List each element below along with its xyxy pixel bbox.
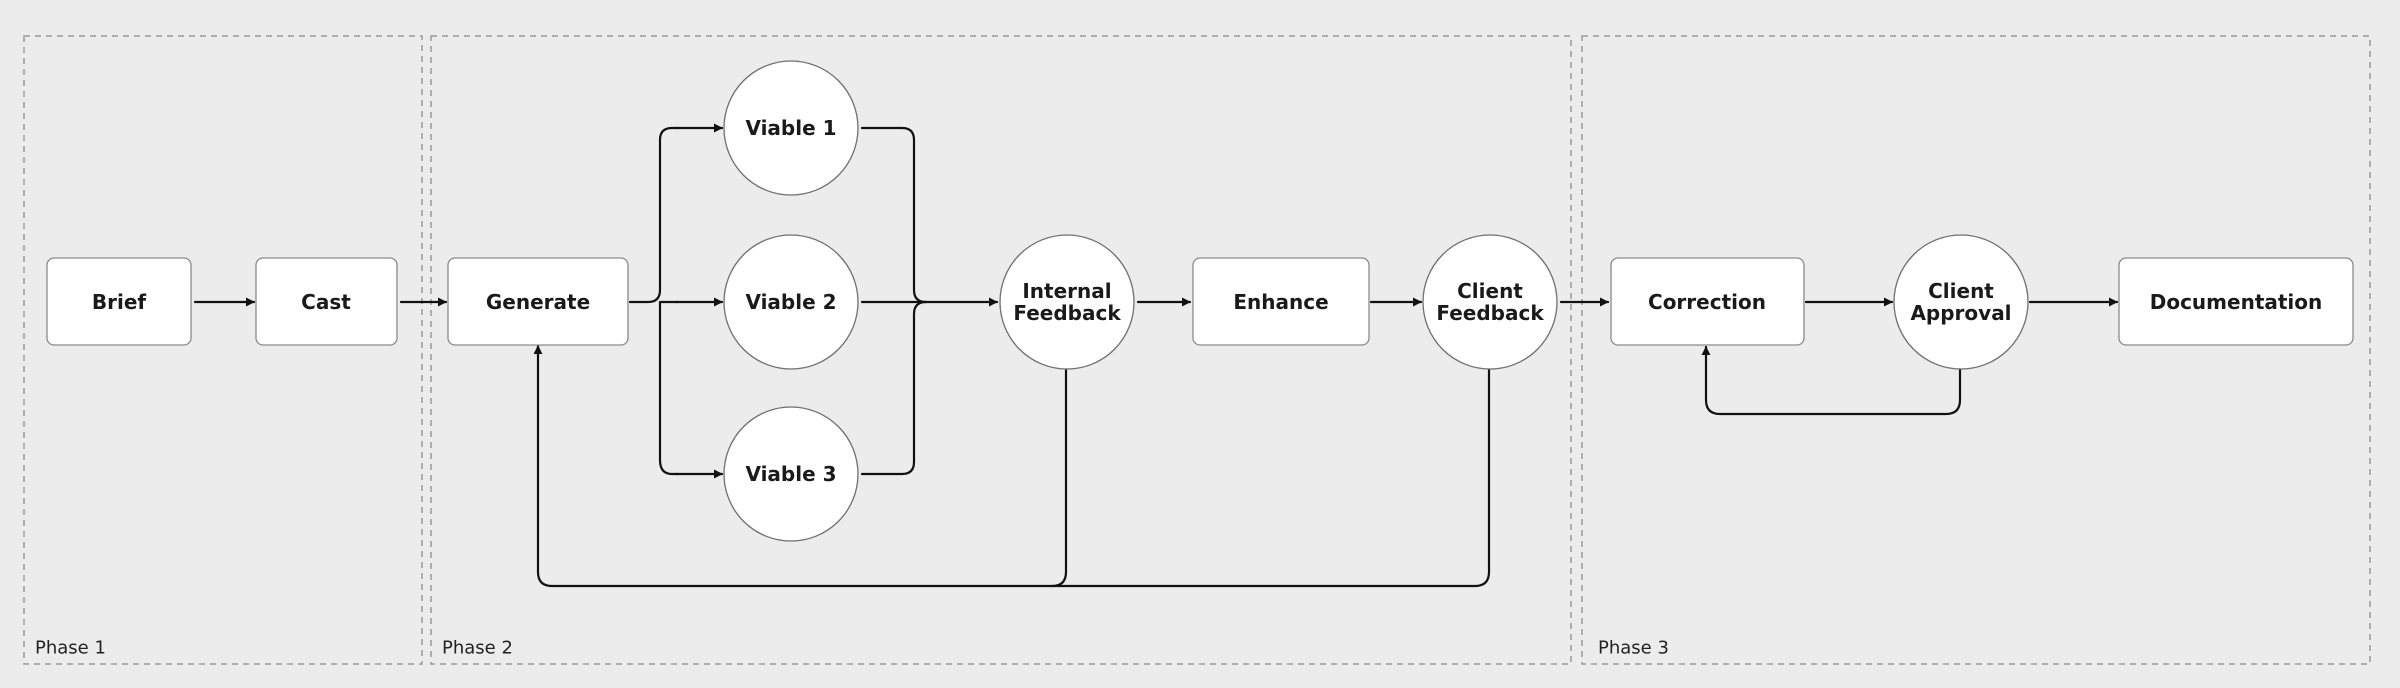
phase-1-label: Phase 1 bbox=[35, 638, 106, 659]
node-client-feedback[interactable]: Client Feedback bbox=[1422, 234, 1558, 370]
node-enhance-label: Enhance bbox=[1233, 290, 1328, 314]
edge-client-feedback-to-generate bbox=[533, 344, 1491, 588]
node-documentation[interactable]: Documentation bbox=[2118, 257, 2354, 346]
node-internal-feedback-shape bbox=[999, 234, 1135, 370]
node-enhance[interactable]: Enhance bbox=[1192, 257, 1370, 346]
node-generate-label: Generate bbox=[486, 290, 590, 314]
node-cast-label: Cast bbox=[301, 290, 351, 314]
node-internal-feedback[interactable]: Internal Feedback bbox=[999, 234, 1135, 370]
phase-2-container: Phase 2 bbox=[430, 35, 1572, 665]
edge-internal-feedback-to-generate bbox=[1050, 368, 1068, 588]
node-documentation-label: Documentation bbox=[2150, 290, 2323, 314]
node-viable-3[interactable]: Viable 3 bbox=[723, 406, 859, 542]
node-generate-shape bbox=[447, 257, 629, 346]
phase-1-box bbox=[23, 35, 423, 665]
phase-2-box bbox=[430, 35, 1572, 665]
node-documentation-shape bbox=[2118, 257, 2354, 346]
node-cast[interactable]: Cast bbox=[255, 257, 398, 346]
node-correction-label: Correction bbox=[1648, 290, 1766, 314]
edge-generate-brace bbox=[628, 126, 680, 476]
phase-3-box bbox=[1581, 35, 2371, 665]
nodes: Brief Cast Generate Viable 1 Viable 2 Vi… bbox=[46, 60, 2354, 542]
node-brief-shape bbox=[46, 257, 192, 346]
node-generate[interactable]: Generate bbox=[447, 257, 629, 346]
node-brief-label: Brief bbox=[92, 290, 147, 314]
node-client-feedback-shape bbox=[1422, 234, 1558, 370]
node-correction-shape bbox=[1610, 257, 1805, 346]
phase-2-label: Phase 2 bbox=[442, 638, 513, 659]
node-brief[interactable]: Brief bbox=[46, 257, 192, 346]
node-viable-3-shape bbox=[723, 406, 859, 542]
node-viable-1[interactable]: Viable 1 bbox=[723, 60, 859, 196]
phase-1-container: Phase 1 bbox=[23, 35, 423, 665]
node-viable-1-label: Viable 1 bbox=[745, 116, 836, 140]
phase-3-container: Phase 3 bbox=[1581, 35, 2371, 665]
phase-3-label: Phase 3 bbox=[1598, 638, 1669, 659]
node-client-feedback-label-line-1: Client bbox=[1457, 279, 1523, 303]
node-client-approval[interactable]: Client Approval bbox=[1893, 234, 2029, 370]
node-viable-3-label: Viable 3 bbox=[745, 462, 836, 486]
edges bbox=[193, 123, 2119, 588]
edge-client-approval-to-correction bbox=[1701, 345, 1962, 416]
node-viable-2-label: Viable 2 bbox=[745, 290, 836, 314]
node-client-approval-label-line-1: Client bbox=[1928, 279, 1994, 303]
node-client-approval-label-line-2: Approval bbox=[1910, 301, 2011, 325]
edge-viable-3-to-internal-feedback bbox=[860, 300, 928, 476]
node-internal-feedback-label-line-1: Internal bbox=[1022, 279, 1111, 303]
node-enhance-shape bbox=[1192, 257, 1370, 346]
node-viable-2[interactable]: Viable 2 bbox=[723, 234, 859, 370]
node-internal-feedback-label-line-2: Feedback bbox=[1013, 301, 1121, 325]
node-viable-2-shape bbox=[723, 234, 859, 370]
node-client-feedback-label-line-2: Feedback bbox=[1436, 301, 1544, 325]
node-viable-1-shape bbox=[723, 60, 859, 196]
edge-viable-1-to-internal-feedback bbox=[860, 126, 928, 304]
node-correction[interactable]: Correction bbox=[1610, 257, 1805, 346]
node-client-approval-shape bbox=[1893, 234, 2029, 370]
node-cast-shape bbox=[255, 257, 398, 346]
